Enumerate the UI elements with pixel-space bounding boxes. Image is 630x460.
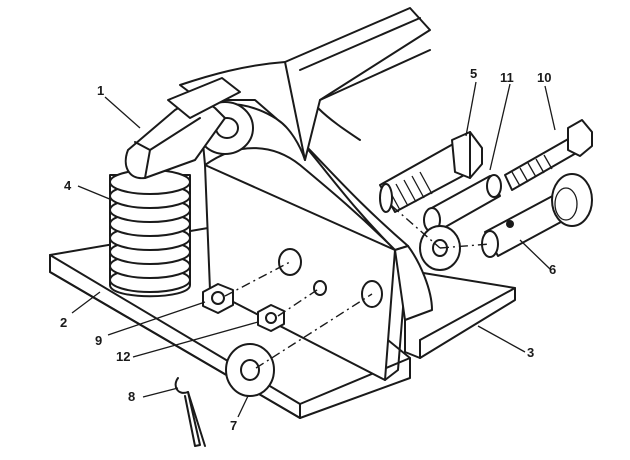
callout-2: 2 bbox=[60, 315, 67, 330]
callout-12: 12 bbox=[116, 349, 130, 364]
center-lines bbox=[224, 205, 491, 369]
long-arm bbox=[179, 7, 431, 161]
callout-11: 11 bbox=[500, 70, 514, 85]
callout-4: 4 bbox=[64, 178, 72, 193]
threaded-stud bbox=[504, 119, 593, 191]
small-hex-nut bbox=[257, 304, 285, 332]
clevis-pin bbox=[481, 173, 593, 258]
hex-bolt bbox=[379, 131, 483, 213]
callout-leaders bbox=[71, 81, 556, 418]
right-bracket bbox=[404, 269, 516, 359]
callout-9: 9 bbox=[95, 333, 102, 348]
flat-washer bbox=[225, 343, 275, 397]
hex-nut bbox=[202, 283, 234, 314]
callout-7: 7 bbox=[230, 418, 237, 433]
callout-6: 6 bbox=[549, 262, 556, 277]
lever-arm bbox=[124, 77, 241, 180]
callout-1: 1 bbox=[97, 83, 104, 98]
bushing-sleeve bbox=[423, 174, 502, 233]
callout-8: 8 bbox=[128, 389, 135, 404]
callout-5: 5 bbox=[470, 66, 477, 81]
coil-spring bbox=[109, 169, 191, 298]
callout-3: 3 bbox=[527, 345, 534, 360]
callout-labels: 1 2 3 4 5 6 7 8 9 10 11 12 bbox=[60, 66, 556, 433]
callout-10: 10 bbox=[537, 70, 551, 85]
cotter-pin bbox=[174, 377, 206, 447]
main-frame bbox=[196, 101, 433, 381]
